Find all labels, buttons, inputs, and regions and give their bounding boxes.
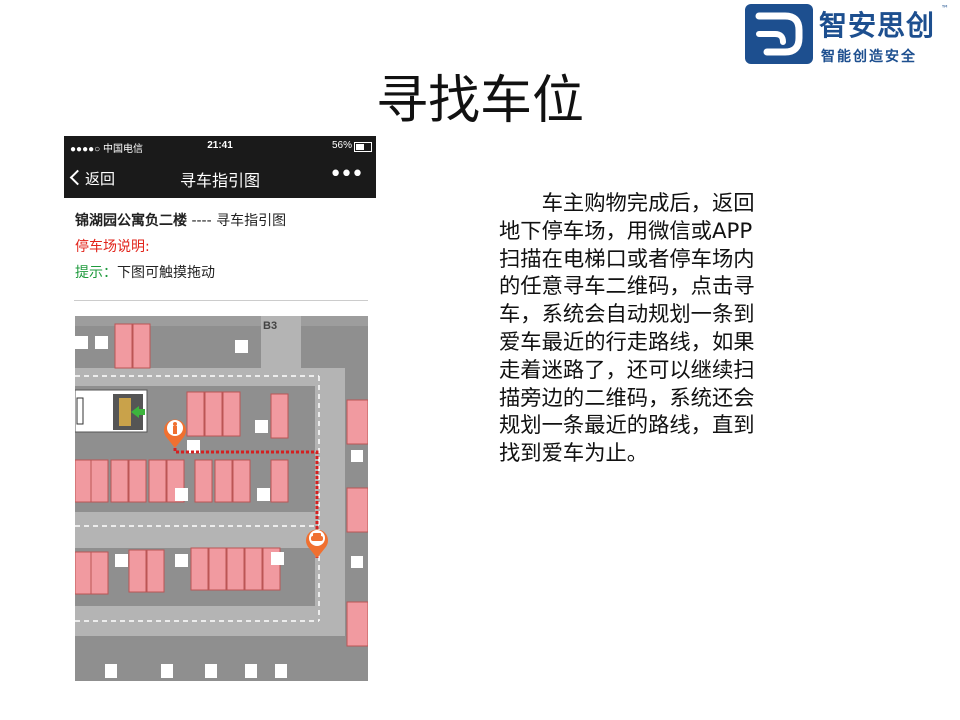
parking-space <box>74 551 93 595</box>
pillar <box>275 664 287 678</box>
text-line: 的任意寻车二维码，点击寻 <box>499 274 755 300</box>
pillar <box>205 664 217 678</box>
carrier-label: ●●●●○ 中国电信 <box>70 144 143 155</box>
tip-text: 下图可触摸拖动 <box>117 265 215 281</box>
pillar <box>75 336 88 349</box>
parking-space <box>270 459 289 503</box>
parking-note-label: 停车场说明: <box>75 239 150 255</box>
parking-map[interactable]: B3 <box>74 316 369 681</box>
parking-space <box>204 391 223 437</box>
pillar <box>161 664 173 678</box>
parking-space <box>114 323 133 369</box>
pillar <box>175 488 188 501</box>
more-menu-button[interactable]: ••• <box>329 162 364 187</box>
parking-space <box>270 393 289 439</box>
parking-space <box>128 549 147 593</box>
pillar <box>235 340 248 353</box>
level-label: B3 <box>263 320 277 332</box>
logo-name: 智安思创 <box>819 9 936 42</box>
parking-space <box>232 459 251 503</box>
nav-bar: 返回 寻车指引图 ••• <box>64 156 376 198</box>
text-line: 描旁边的二维码，系统还会 <box>499 385 755 411</box>
lane <box>75 512 345 548</box>
parking-space <box>214 459 233 503</box>
text-line: 地下停车场，用微信或APP <box>499 218 753 244</box>
phone-screenshot: ●●●●○ 中国电信 21:41 56% 返回 寻车指引图 ••• 锦湖园公寓负… <box>64 136 376 681</box>
walking-route <box>173 448 319 558</box>
pillar <box>95 336 108 349</box>
lane <box>75 368 345 386</box>
back-button[interactable]: 返回 <box>69 168 116 189</box>
text-line: 爱车最近的行走路线，如果 <box>499 329 755 355</box>
pillars <box>75 336 287 678</box>
pillar <box>255 420 268 433</box>
text-line: 车，系统会自动规划一条到 <box>499 302 755 328</box>
logo-slogan: 智能创造安全 <box>821 49 917 65</box>
pillar <box>257 488 270 501</box>
status-bar: ●●●●○ 中国电信 21:41 56% <box>64 136 376 156</box>
company-logo: 智安思创 ™ 智能创造安全 <box>745 4 950 66</box>
parking-space <box>208 547 227 591</box>
divider <box>74 300 368 301</box>
text-line: 扫描在电梯口或者停车场内 <box>499 246 755 272</box>
battery-percent: 56% <box>331 140 352 151</box>
parking-space <box>132 323 151 369</box>
parking-space <box>244 547 263 591</box>
parking-space <box>90 551 109 595</box>
logo-trademark: ™ <box>941 4 949 13</box>
text-line: 找到爱车为止。 <box>499 441 649 467</box>
pillar <box>187 440 200 453</box>
description-text: 车主购物完成后，返回 地下停车场，用微信或APP 扫描在电梯口或者停车场内 的任… <box>499 190 829 468</box>
page-title: 寻车指引图 <box>179 171 260 190</box>
back-label: 返回 <box>85 170 116 188</box>
status-time: 21:41 <box>207 140 233 151</box>
parking-space <box>90 459 109 503</box>
parking-space <box>110 459 129 503</box>
ramp <box>261 316 301 368</box>
text-line: 车主购物完成后，返回 <box>541 191 755 216</box>
arrow-left-icon <box>131 406 145 418</box>
pillar <box>271 552 284 565</box>
car-location-marker <box>306 529 328 558</box>
pillar <box>105 664 117 678</box>
current-location-marker <box>164 419 186 448</box>
location-name: 锦湖园公寓负二楼 <box>75 213 187 229</box>
parking-info: 锦湖园公寓负二楼 ---- 寻车指引图 停车场说明: 提示：下图可触摸拖动 <box>75 208 286 286</box>
logo-mark-icon <box>745 4 813 64</box>
parking-space <box>194 459 213 503</box>
pillar <box>175 554 188 567</box>
parking-space <box>146 549 165 593</box>
battery-icon <box>354 142 372 152</box>
pillar <box>245 664 257 678</box>
tip-label: 提示： <box>75 265 117 281</box>
parking-space <box>74 459 93 503</box>
text-line: 走着迷路了，还可以继续扫 <box>499 357 755 383</box>
parking-space <box>222 391 241 437</box>
parking-space <box>226 547 245 591</box>
text-line: 规划一条最近的路线，直到 <box>499 413 755 439</box>
parking-space <box>148 459 167 503</box>
lane <box>315 368 345 636</box>
slide-title: 寻找车位 <box>375 71 584 131</box>
pillar <box>115 554 128 567</box>
location-suffix: ---- 寻车指引图 <box>187 213 287 229</box>
parking-space <box>128 459 147 503</box>
parking-space <box>190 547 209 591</box>
parking-space <box>186 391 205 437</box>
